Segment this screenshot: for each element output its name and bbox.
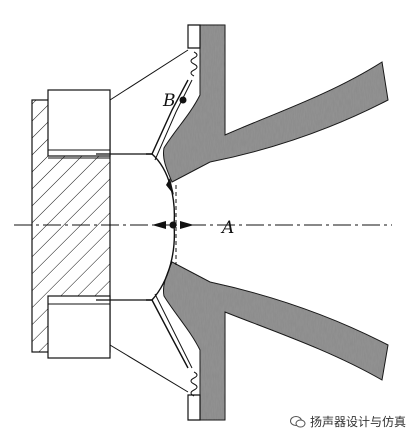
frame-lines [109, 49, 189, 393]
surround-upper [190, 51, 198, 77]
point-a-marker [152, 221, 194, 229]
flow-arrow-upper [166, 178, 174, 195]
pole-piece-lower [47, 295, 111, 359]
front-plate [187, 24, 201, 421]
label-point-b: B [162, 91, 176, 111]
pole-piece-upper [47, 89, 111, 157]
point-b-marker [179, 96, 187, 104]
wechat-icon [289, 415, 306, 427]
magnet-assembly [31, 89, 111, 359]
watermark-text: 扬声器设计与仿真 [309, 415, 406, 429]
watermark: 扬声器设计与仿真 [289, 413, 406, 430]
voice-coil-former [96, 153, 152, 301]
label-point-a: A [220, 218, 234, 238]
surround-lower [190, 371, 198, 397]
